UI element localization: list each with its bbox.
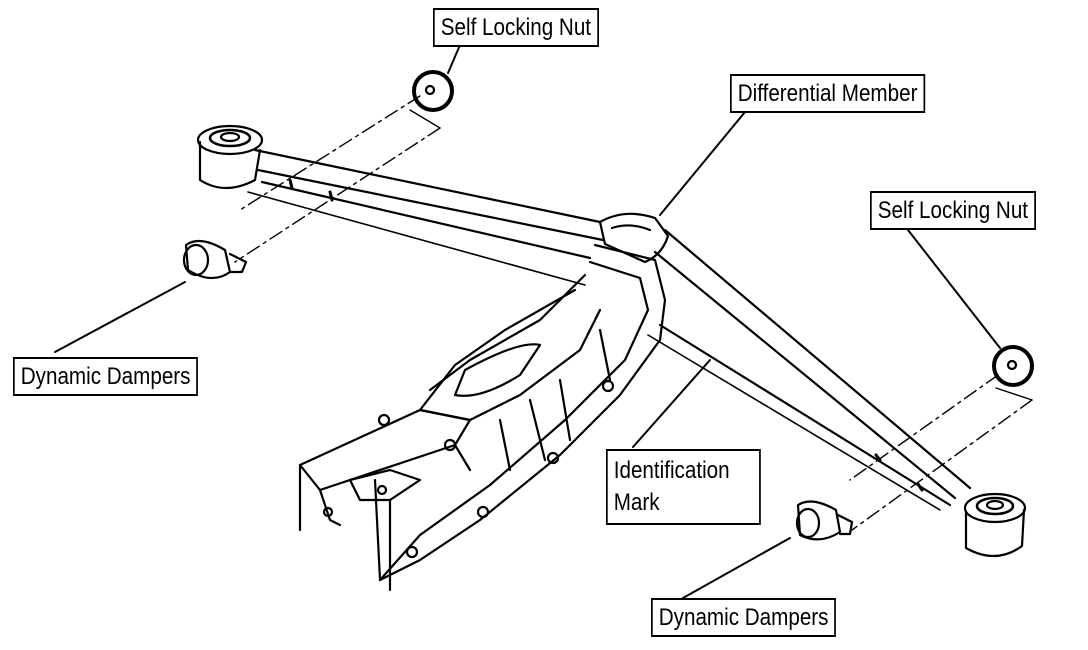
leader-dynamic-dampers-bottom [682, 537, 791, 599]
leader-dynamic-dampers-left [54, 281, 186, 353]
leader-self-locking-nut-right [907, 229, 1001, 349]
label-identification-mark-line1: Identification [613, 457, 730, 484]
right-bushing [963, 492, 1027, 558]
label-identification-mark-line2: Mark [613, 489, 660, 516]
label-self-locking-nut-right: Self Locking Nut [870, 191, 1036, 230]
dynamic-damper-left [182, 239, 248, 280]
label-dynamic-dampers-left: Dynamic Dampers [13, 357, 199, 396]
self-locking-nut-top [412, 70, 454, 112]
label-differential-member: Differential Member [730, 74, 926, 113]
right-arm [647, 228, 972, 511]
left-bushing [196, 124, 264, 190]
label-self-locking-nut-top: Self Locking Nut [433, 8, 599, 47]
leader-differential-member [659, 111, 746, 216]
center-joint [598, 212, 670, 264]
label-dynamic-dampers-bottom: Dynamic Dampers [651, 598, 837, 637]
dynamic-damper-bottom [795, 500, 854, 541]
main-body [298, 243, 667, 592]
leader-identification-mark [632, 359, 711, 448]
leader-lines [54, 44, 1001, 599]
label-identification-mark: Identification Mark [606, 449, 761, 525]
center-lines-left [234, 95, 441, 263]
leader-self-locking-nut-top [447, 44, 461, 74]
center-lines-right [849, 374, 1033, 531]
self-locking-nut-right [992, 345, 1034, 387]
left-arm [247, 148, 605, 286]
